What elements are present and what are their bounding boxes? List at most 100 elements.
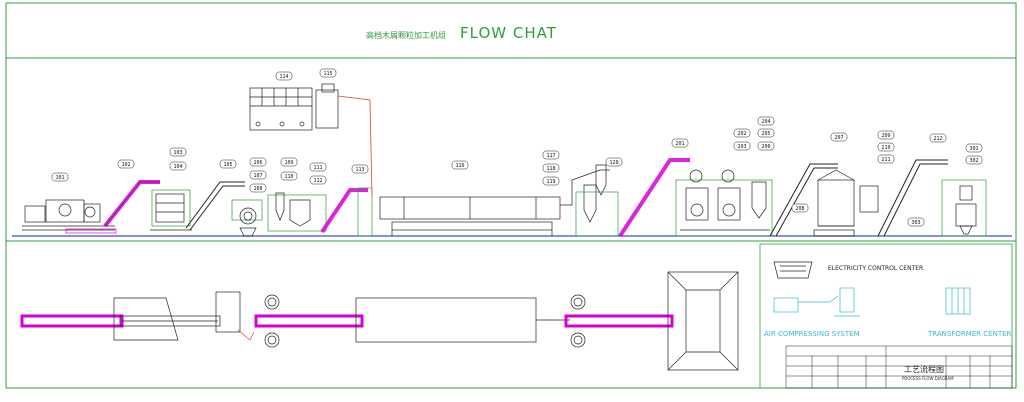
plan-pipe xyxy=(237,329,255,341)
plan-cyclones-2 xyxy=(570,294,586,348)
tag-bubble xyxy=(605,157,623,167)
tag-bubble xyxy=(51,172,69,182)
tag-bubble xyxy=(275,71,293,81)
frame-113 xyxy=(357,187,373,237)
conveyor-209 xyxy=(877,159,948,237)
tag-label-116: 116 xyxy=(455,163,464,169)
tag-bubble xyxy=(877,154,895,164)
tag-bubble xyxy=(965,143,983,153)
tag-label-303: 303 xyxy=(911,220,920,226)
tag-label-120: 120 xyxy=(609,160,618,166)
conveyor-201 xyxy=(618,158,690,238)
tag-bubble xyxy=(249,170,267,180)
tag-label-115: 115 xyxy=(323,71,332,77)
tag-bubble xyxy=(757,116,775,126)
tag-label-211: 211 xyxy=(881,157,890,163)
air-compressor-icon xyxy=(773,287,860,317)
tag-bubble xyxy=(830,132,848,142)
tag-bubble xyxy=(319,68,337,78)
silo-103 xyxy=(150,189,192,231)
plan-dryer xyxy=(355,297,537,343)
tag-bubble xyxy=(309,162,327,172)
legend-transformer: TRANSFORMER CENTER xyxy=(927,330,1012,338)
plan-conveyor-1 xyxy=(20,314,221,328)
tag-label-103: 103 xyxy=(173,150,182,156)
tag-label-119: 119 xyxy=(546,179,555,185)
title-en: FLOW CHAT xyxy=(460,24,557,42)
cyclone-109 xyxy=(267,188,368,234)
tag-bubble xyxy=(733,141,751,151)
elevation-view xyxy=(22,83,987,238)
tag-label-108: 108 xyxy=(253,186,262,192)
legend-air: AIR COMPRESSING SYSTEM xyxy=(764,330,860,338)
tag-bubble xyxy=(791,203,809,213)
tag-label-207: 207 xyxy=(834,135,843,141)
tag-label-212: 212 xyxy=(933,136,942,142)
plan-cyclones-1 xyxy=(264,294,280,348)
drawing-name-en: PROCESS FLOW DIAGRAM xyxy=(902,376,954,381)
plan-conveyor-3 xyxy=(564,314,674,328)
tag-label-117: 117 xyxy=(546,153,555,159)
crusher-101 xyxy=(22,199,115,231)
tag-bubble xyxy=(169,161,187,171)
plan-view xyxy=(20,271,739,371)
tag-label-114: 114 xyxy=(279,74,288,80)
legend-electricity: ELECTRICITY CONTROL CENTER xyxy=(828,265,923,272)
hammer-mill-106 xyxy=(231,199,263,237)
plan-conveyor-2 xyxy=(254,314,364,328)
outer-frame xyxy=(5,2,1017,389)
tag-bubble xyxy=(351,164,369,174)
cyclone-117 xyxy=(560,164,619,237)
tag-label-106: 106 xyxy=(253,160,262,166)
tag-bubble xyxy=(249,157,267,167)
tag-label-201: 201 xyxy=(675,141,684,147)
packing-301 xyxy=(941,179,987,237)
tag-label-204: 204 xyxy=(761,119,770,125)
cooler-207 xyxy=(769,163,879,237)
pellet-mills-202 xyxy=(675,169,773,237)
tag-label-102: 102 xyxy=(121,162,130,168)
tag-bubble xyxy=(309,175,327,185)
tag-label-107: 107 xyxy=(253,173,262,179)
electricity-icon xyxy=(773,261,813,279)
tag-label-101: 101 xyxy=(55,175,64,181)
tag-bubble xyxy=(542,176,560,186)
tag-bubble xyxy=(542,163,560,173)
tag-label-112: 112 xyxy=(313,178,322,184)
tag-bubble xyxy=(757,141,775,151)
tag-bubble xyxy=(249,183,267,193)
tag-bubble xyxy=(877,142,895,152)
tag-label-301: 301 xyxy=(969,146,978,152)
tag-label-109: 109 xyxy=(284,160,293,166)
plan-mill xyxy=(215,291,241,333)
tag-label-203: 203 xyxy=(737,144,746,150)
tag-bubble xyxy=(733,128,751,138)
tag-label-208: 208 xyxy=(795,206,804,212)
tag-label-206: 206 xyxy=(761,144,770,150)
title-cn: 高档木屑颗粒加工机组 xyxy=(366,30,446,40)
tag-label-202: 202 xyxy=(737,131,746,137)
tag-label-118: 118 xyxy=(546,166,555,172)
rotary-dryer-116 xyxy=(379,196,561,236)
tag-bubble xyxy=(757,128,775,138)
conveyor-105 xyxy=(185,181,245,231)
tag-bubble xyxy=(929,133,947,143)
tag-label-105: 105 xyxy=(223,162,232,168)
plan-hopper xyxy=(667,271,739,371)
transformer-icon xyxy=(945,287,971,315)
conveyor-102 xyxy=(65,180,160,234)
tag-bubble xyxy=(169,147,187,157)
tag-label-110: 110 xyxy=(284,174,293,180)
tag-bubble xyxy=(965,155,983,165)
tag-bubble xyxy=(280,171,298,181)
tag-label-111: 111 xyxy=(313,165,322,171)
title-block xyxy=(785,345,1013,389)
tag-bubble xyxy=(877,130,895,140)
tag-bubble xyxy=(219,159,237,169)
tag-label-104: 104 xyxy=(173,164,182,170)
tag-bubble xyxy=(451,160,469,170)
tag-bubble xyxy=(117,159,135,169)
furnace-114 xyxy=(249,83,373,197)
